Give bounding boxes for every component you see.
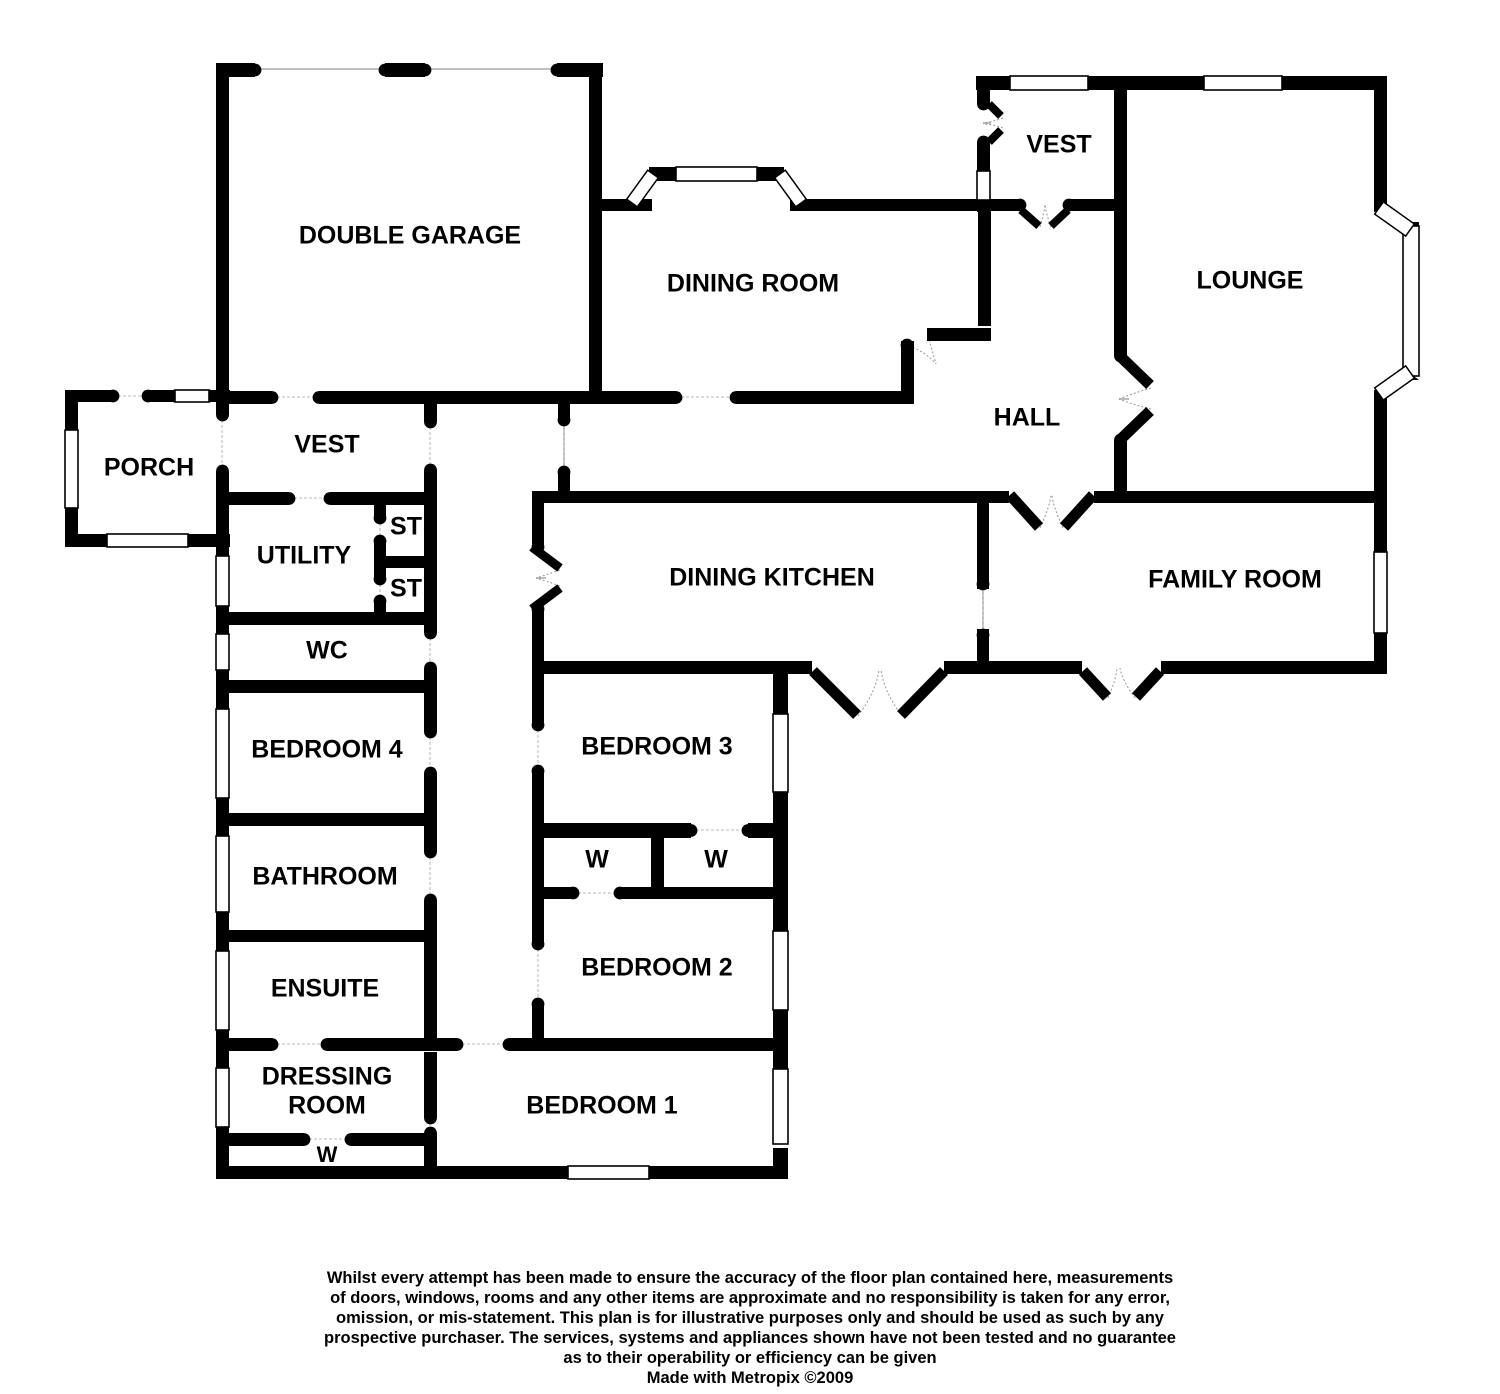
- svg-text:BEDROOM 3: BEDROOM 3: [581, 733, 732, 761]
- svg-text:DINING ROOM: DINING ROOM: [667, 270, 839, 298]
- svg-text:BATHROOM: BATHROOM: [252, 863, 397, 891]
- svg-text:omission, or mis-statement. Th: omission, or mis-statement. This plan is…: [336, 1309, 1165, 1327]
- svg-text:Whilst every attempt has been: Whilst every attempt has been made to en…: [327, 1269, 1173, 1287]
- svg-text:W: W: [585, 846, 609, 874]
- svg-text:VEST: VEST: [294, 431, 359, 459]
- svg-text:DRESSING: DRESSING: [262, 1063, 393, 1091]
- svg-text:Made with Metropix ©2009: Made with Metropix ©2009: [647, 1369, 854, 1387]
- svg-text:HALL: HALL: [994, 404, 1061, 432]
- svg-text:VEST: VEST: [1026, 131, 1091, 159]
- svg-text:prospective purchaser. The ser: prospective purchaser. The services, sys…: [324, 1329, 1176, 1347]
- svg-text:ST: ST: [390, 575, 422, 603]
- svg-text:ROOM: ROOM: [288, 1092, 366, 1120]
- svg-text:BEDROOM 1: BEDROOM 1: [526, 1092, 678, 1120]
- svg-text:W: W: [704, 846, 728, 874]
- svg-text:of doors, windows, rooms and a: of doors, windows, rooms and any other i…: [330, 1289, 1170, 1307]
- svg-text:ST: ST: [390, 513, 422, 541]
- svg-text:ENSUITE: ENSUITE: [271, 975, 379, 1003]
- svg-text:as to their operability or eff: as to their operability or efficiency ca…: [563, 1349, 936, 1367]
- svg-text:DOUBLE GARAGE: DOUBLE GARAGE: [299, 222, 521, 250]
- svg-text:BEDROOM 4: BEDROOM 4: [251, 736, 403, 764]
- svg-text:WC: WC: [306, 637, 348, 665]
- svg-text:PORCH: PORCH: [104, 454, 194, 482]
- svg-text:DINING KITCHEN: DINING KITCHEN: [669, 564, 875, 592]
- svg-text:LOUNGE: LOUNGE: [1197, 267, 1304, 295]
- svg-text:BEDROOM 2: BEDROOM 2: [581, 954, 732, 982]
- svg-text:FAMILY ROOM: FAMILY ROOM: [1148, 566, 1322, 594]
- svg-text:W: W: [317, 1142, 338, 1167]
- svg-text:UTILITY: UTILITY: [257, 542, 352, 570]
